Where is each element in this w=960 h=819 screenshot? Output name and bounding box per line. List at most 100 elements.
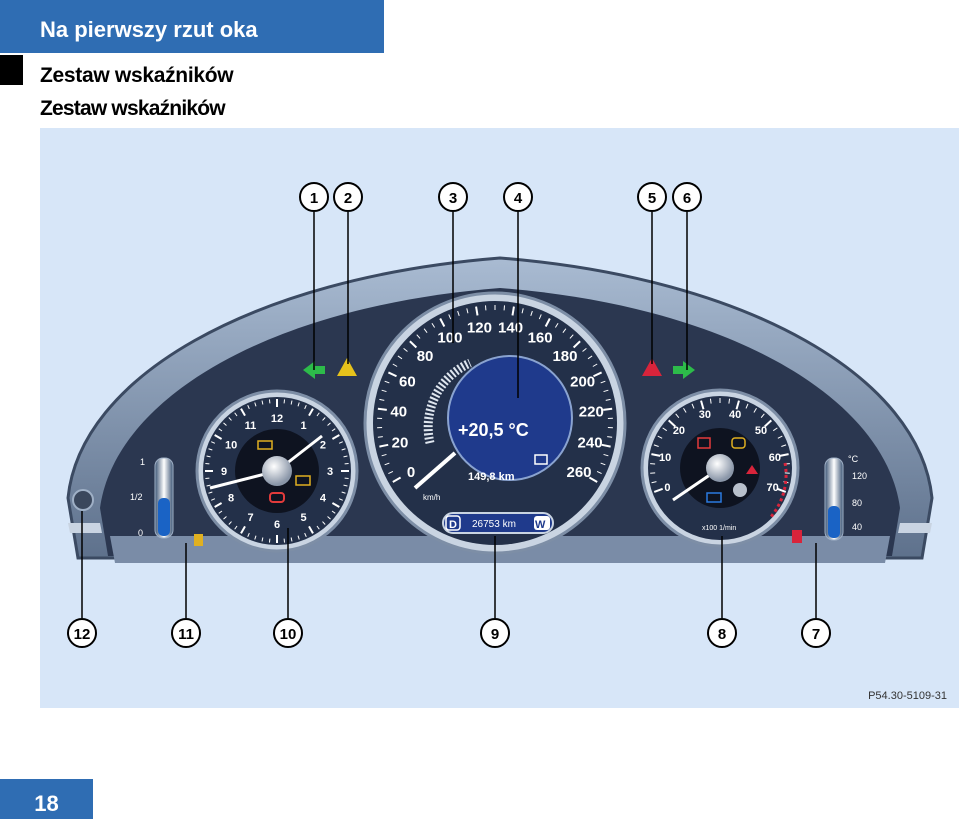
dial-tick bbox=[439, 318, 446, 327]
svg-text:10: 10 bbox=[280, 626, 297, 643]
dial-tick bbox=[448, 314, 452, 320]
dial-tick bbox=[377, 436, 383, 438]
clock-number: 7 bbox=[247, 512, 253, 524]
seatbelt-icon bbox=[697, 437, 711, 449]
dial-tick bbox=[572, 340, 581, 349]
engine-check-icon bbox=[295, 475, 311, 486]
dial-tick bbox=[735, 400, 740, 410]
clock-tick bbox=[240, 525, 246, 534]
dial-tick bbox=[554, 323, 559, 328]
clock-tick bbox=[206, 455, 211, 458]
image-code: P54.30-5109-31 bbox=[868, 690, 947, 702]
clock-tick bbox=[290, 400, 293, 405]
fuel-label: 1/2 bbox=[130, 492, 143, 502]
callout-7: 7 bbox=[801, 618, 831, 648]
coolant-label: 80 bbox=[852, 498, 862, 508]
clock-tick bbox=[341, 491, 346, 494]
clock-tick bbox=[234, 525, 238, 530]
dial-number: 80 bbox=[417, 348, 434, 365]
clock-tick bbox=[206, 484, 211, 487]
dial-number: 60 bbox=[769, 452, 781, 464]
dial-tick bbox=[387, 371, 397, 378]
dial-number: 100 bbox=[437, 329, 462, 346]
dial-tick bbox=[521, 308, 524, 314]
dial-tick bbox=[593, 371, 603, 378]
speed-unit: km/h bbox=[423, 493, 440, 502]
callout-2: 2 bbox=[333, 182, 363, 212]
dial-tick bbox=[772, 427, 778, 432]
clock-tick bbox=[208, 491, 213, 494]
dial-tick bbox=[392, 363, 398, 367]
dial-tick bbox=[397, 355, 403, 360]
clock-tick bbox=[308, 408, 314, 417]
clock-number: 3 bbox=[327, 466, 333, 478]
dial-number: 40 bbox=[729, 409, 741, 421]
svg-text:3: 3 bbox=[449, 190, 457, 207]
dial-tick bbox=[662, 427, 668, 432]
dial-tick bbox=[760, 413, 765, 419]
clock-tick bbox=[304, 532, 307, 537]
clock-number: 4 bbox=[320, 493, 327, 505]
dial-tick bbox=[596, 470, 602, 475]
fuel-label: 1 bbox=[140, 457, 145, 467]
clock-tick bbox=[304, 405, 307, 410]
dial-tick bbox=[651, 453, 661, 457]
dial-tick bbox=[384, 380, 390, 384]
dial-tick bbox=[388, 470, 394, 475]
dial-tick bbox=[709, 398, 712, 404]
dial-tick bbox=[600, 380, 606, 384]
dial-tick bbox=[779, 453, 789, 457]
dial-tick bbox=[607, 436, 613, 438]
clock-tick bbox=[316, 412, 320, 417]
svg-text:6: 6 bbox=[683, 190, 691, 207]
clock-tick bbox=[247, 405, 250, 410]
right-turn-signal-icon bbox=[673, 361, 695, 379]
clock-tick bbox=[214, 502, 223, 508]
airbag-warning-icon bbox=[746, 465, 758, 474]
dial-tick bbox=[588, 476, 598, 483]
clock-tick bbox=[322, 521, 326, 525]
clock-number: 5 bbox=[300, 512, 306, 524]
dial-tick bbox=[392, 476, 402, 483]
dial-tick bbox=[764, 419, 772, 428]
fuel-label: 0 bbox=[138, 528, 143, 538]
callout-10: 10 bbox=[273, 618, 303, 648]
dial-tick bbox=[753, 408, 757, 413]
dial-tick bbox=[582, 347, 587, 352]
clock-tick bbox=[247, 532, 250, 537]
dial-number: 0 bbox=[664, 482, 670, 494]
dial-tick bbox=[603, 389, 609, 393]
dial-tick bbox=[381, 389, 387, 393]
warning-triangle-icon bbox=[337, 358, 357, 376]
clock-tick bbox=[331, 502, 340, 508]
clock-tick bbox=[341, 448, 346, 451]
dial-tick bbox=[605, 398, 611, 401]
section-banner: Na pierwszy rzut oka bbox=[0, 0, 384, 53]
dial-tick bbox=[538, 314, 542, 320]
clock-tick bbox=[234, 412, 238, 417]
coolant-label: 40 bbox=[852, 522, 862, 532]
tachometer-unit: x100 1/min bbox=[702, 525, 736, 532]
outside-temperature: +20,5 °C bbox=[458, 420, 529, 440]
dial-tick bbox=[403, 347, 408, 352]
dial-tick bbox=[562, 328, 567, 333]
dial-tick bbox=[653, 487, 664, 493]
clock-tick bbox=[254, 402, 257, 407]
trip-distance: 149,8 km bbox=[468, 471, 515, 483]
dial-tick bbox=[600, 462, 606, 466]
fuel-gauge-labels: 1 1/2 0 bbox=[130, 457, 145, 538]
clock-number: 1 bbox=[300, 420, 306, 432]
dial-number: 200 bbox=[570, 374, 595, 391]
callout-1: 1 bbox=[299, 182, 329, 212]
clock-number: 9 bbox=[221, 466, 227, 478]
dial-tick bbox=[544, 318, 551, 327]
clock-tick bbox=[223, 516, 227, 520]
dial-tick bbox=[431, 323, 436, 328]
callout-9: 9 bbox=[480, 618, 510, 648]
page-heading: Zestaw wskaźników bbox=[40, 64, 234, 87]
oil-icon bbox=[257, 440, 273, 450]
clock-tick bbox=[297, 535, 300, 540]
clock-tick bbox=[254, 535, 257, 540]
